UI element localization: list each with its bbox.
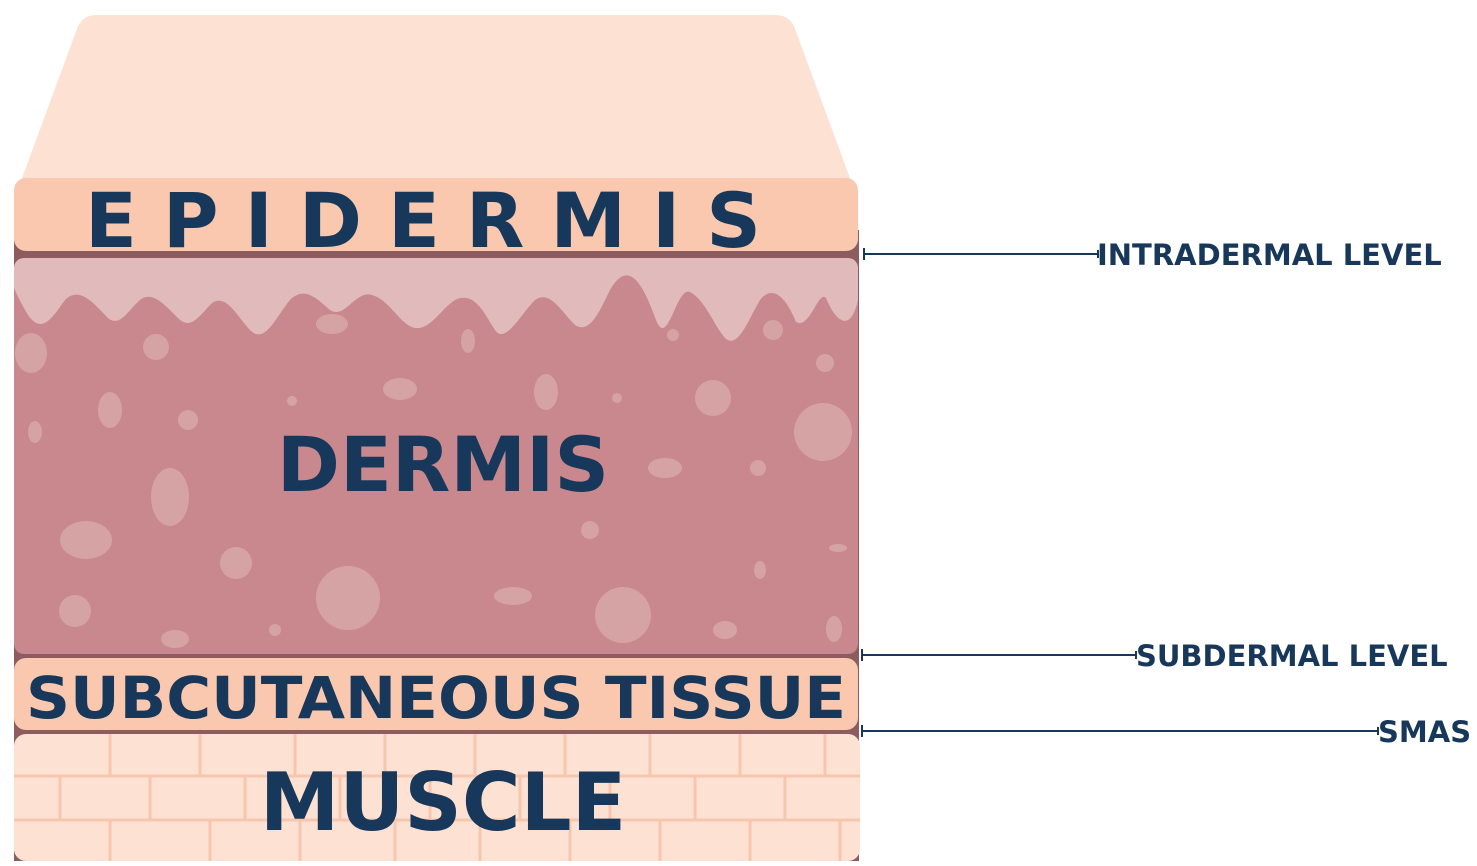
subdermal-level-label: SUBDERMAL LEVEL [1136, 639, 1448, 673]
top-surface [14, 15, 858, 200]
intradermal-indicator [864, 248, 1098, 260]
subcutaneous-label: SUBCUTANEOUS TISSUE [26, 664, 846, 732]
intradermal-level-label: INTRADERMAL LEVEL [1097, 238, 1442, 272]
muscle-label: MUSCLE [260, 756, 627, 849]
subdermal-indicator [862, 649, 1136, 661]
smas-label: SMAS [1378, 715, 1471, 749]
dermis-label: DERMIS [277, 420, 609, 509]
epidermis-label: EPIDERMIS [85, 176, 787, 265]
smas-indicator [862, 725, 1378, 737]
